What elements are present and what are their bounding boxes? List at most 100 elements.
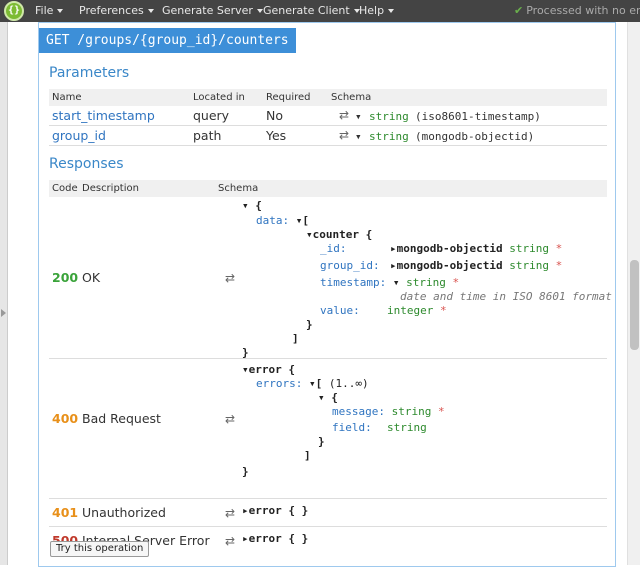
array-range: (1..∞) [328,377,369,390]
brace: } [306,318,313,331]
expand-down-icon[interactable]: ▾ [318,391,325,404]
schema-type: integer [387,304,434,317]
expand-down-icon[interactable]: ▾ [355,110,362,123]
schema-format: (mongodb-objectid) [415,130,535,143]
menu-label: File [35,4,54,17]
menu-file[interactable]: File [35,0,64,22]
expand-down-icon[interactable]: ▾ [306,228,313,241]
schema-type: string [509,259,549,272]
chevron-down-icon [57,9,64,13]
expand-down-icon[interactable]: ▾ [392,276,400,289]
model-ref[interactable]: mongodb-objectid [396,242,503,255]
schema-type: string [369,130,409,143]
parameter-located: query [193,108,230,123]
parameters-heading: Parameters [49,65,130,81]
brace: } [242,465,249,478]
parameter-name-link[interactable]: start_timestamp [52,108,155,123]
required-marker: * [555,242,563,255]
expand-right-icon[interactable]: ▸ [390,259,397,272]
response-description: Bad Request [82,411,161,426]
brace: { [255,199,262,212]
col-description: Description [82,183,139,194]
swap-icon[interactable]: ⇄ [339,108,350,122]
menu-label: Generate Client [263,4,350,17]
expand-down-icon[interactable]: ▾ [295,214,303,227]
check-icon: ✔ [514,4,524,17]
required-marker: * [555,259,563,272]
response-code: 400 [52,411,79,426]
scrollbar-thumb[interactable] [630,260,639,350]
menu-preferences[interactable]: Preferences [79,0,154,22]
swap-icon[interactable]: ⇄ [225,271,236,285]
model-ref[interactable]: error { } [248,504,309,517]
menu-generate-server[interactable]: Generate Server [162,0,263,22]
property-key: field: [332,421,372,434]
bracket: [ [302,214,309,227]
expand-down-icon[interactable]: ▾ [355,130,362,143]
expand-right-icon[interactable]: ▸ [390,242,397,255]
chevron-down-icon [353,9,360,13]
parameter-row: group_id path Yes ⇄ ▾ string (mongodb-ob… [49,126,607,146]
property-key: _id: [320,242,347,255]
property-key: data: [256,214,290,227]
try-operation-button[interactable]: Try this operation [50,541,150,557]
validation-status: ✔Processed with no error [514,0,640,22]
response-code: 200 [52,270,79,285]
model-ref[interactable]: error { } [248,532,309,545]
col-required: Required [266,92,311,103]
model-ref[interactable]: mongodb-objectid [396,259,503,272]
operation-panel: GET /groups/{group_id}/counters Paramete… [38,22,616,567]
parameter-required: No [266,108,283,123]
bracket: [ [315,377,323,390]
property-key: value: [320,304,360,317]
left-pane-splitter[interactable] [0,22,8,565]
parameter-row: start_timestamp query No ⇄ ▾ string (iso… [49,106,607,126]
menu-bar: {} File Preferences Generate Server Gene… [0,0,640,22]
expand-down-icon[interactable]: ▾ [242,363,249,376]
schema-type: string [387,421,427,434]
expand-right-icon[interactable]: ▸ [242,532,249,545]
required-marker: * [439,304,447,317]
response-row-200: 200 OK ⇄ ▾ { data: ▾[ ▾counter { _id: ▸m… [49,197,612,359]
swap-icon[interactable]: ⇄ [339,128,350,142]
chevron-down-icon [256,9,263,13]
schema-type: string [406,276,446,289]
response-description: Unauthorized [82,505,166,520]
responses-heading: Responses [49,156,124,172]
expand-right-icon[interactable]: ▸ [242,504,249,517]
chevron-down-icon [388,9,395,13]
swap-icon[interactable]: ⇄ [225,534,236,548]
schema-type: string [369,110,409,123]
response-code: 401 [52,505,79,520]
model-name: counter { [312,228,373,241]
app-logo-icon: {} [4,1,24,21]
menu-help[interactable]: Help [359,0,395,22]
swap-icon[interactable]: ⇄ [225,506,236,520]
parameters-table-header: Name Located in Required Schema [49,89,607,106]
response-row-401: 401 Unauthorized ⇄ ▸error { } [49,499,607,527]
parameter-name-link[interactable]: group_id [52,128,106,143]
property-key: errors: [256,377,303,390]
col-located-in: Located in [193,92,245,103]
expand-arrow-icon[interactable] [1,309,6,317]
required-marker: * [437,405,445,418]
vertical-scrollbar[interactable] [627,22,640,565]
operation-title[interactable]: GET /groups/{group_id}/counters [39,28,296,53]
col-code: Code [52,183,78,194]
response-description: OK [82,270,101,285]
response-row-400: 400 Bad Request ⇄ ▾error { errors: ▾[ (1… [49,359,607,499]
property-key: message: [332,405,385,418]
brace: } [242,346,249,359]
property-key: group_id: [320,259,380,272]
col-schema: Schema [218,183,259,194]
parameter-required: Yes [266,128,287,143]
schema-type: string [391,405,432,418]
swap-icon[interactable]: ⇄ [225,412,236,426]
expand-down-icon[interactable]: ▾ [308,377,316,390]
menu-generate-client[interactable]: Generate Client [263,0,360,22]
status-text: Processed with no error [526,4,640,17]
parameter-located: path [193,128,222,143]
expand-down-icon[interactable]: ▾ [242,199,249,212]
model-name: error { [248,363,295,376]
property-key: timestamp: [320,276,387,289]
